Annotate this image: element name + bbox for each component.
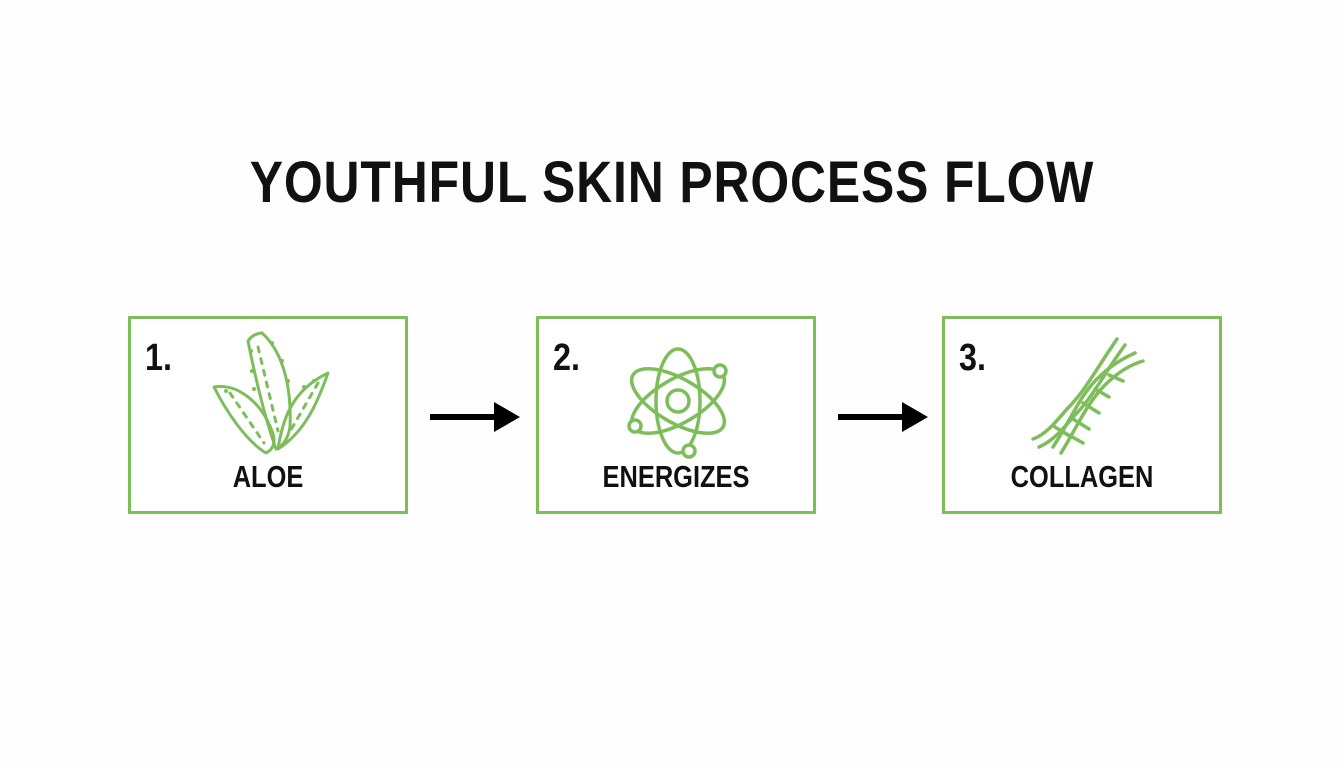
step-number: 3. — [959, 337, 986, 379]
step-energizes: 2. ENERGIZES — [536, 316, 816, 514]
step-collagen: 3. COLLAGEN — [942, 316, 1222, 514]
aloe-plant-icon — [212, 331, 330, 455]
atom-icon — [627, 347, 728, 459]
step-number: 1. — [145, 337, 172, 379]
step-label: ALOE — [232, 459, 304, 494]
step-aloe: 1. ALOE — [128, 316, 408, 514]
dna-helix-icon — [1031, 337, 1145, 455]
step-label: ENERGIZES — [602, 459, 750, 494]
step-number: 2. — [553, 337, 580, 379]
arrow-right-icon — [430, 402, 520, 432]
arrow-right-icon — [838, 402, 928, 432]
step-label: COLLAGEN — [1010, 459, 1154, 494]
diagram-title: YOUTHFUL SKIN PROCESS FLOW — [249, 150, 1095, 215]
